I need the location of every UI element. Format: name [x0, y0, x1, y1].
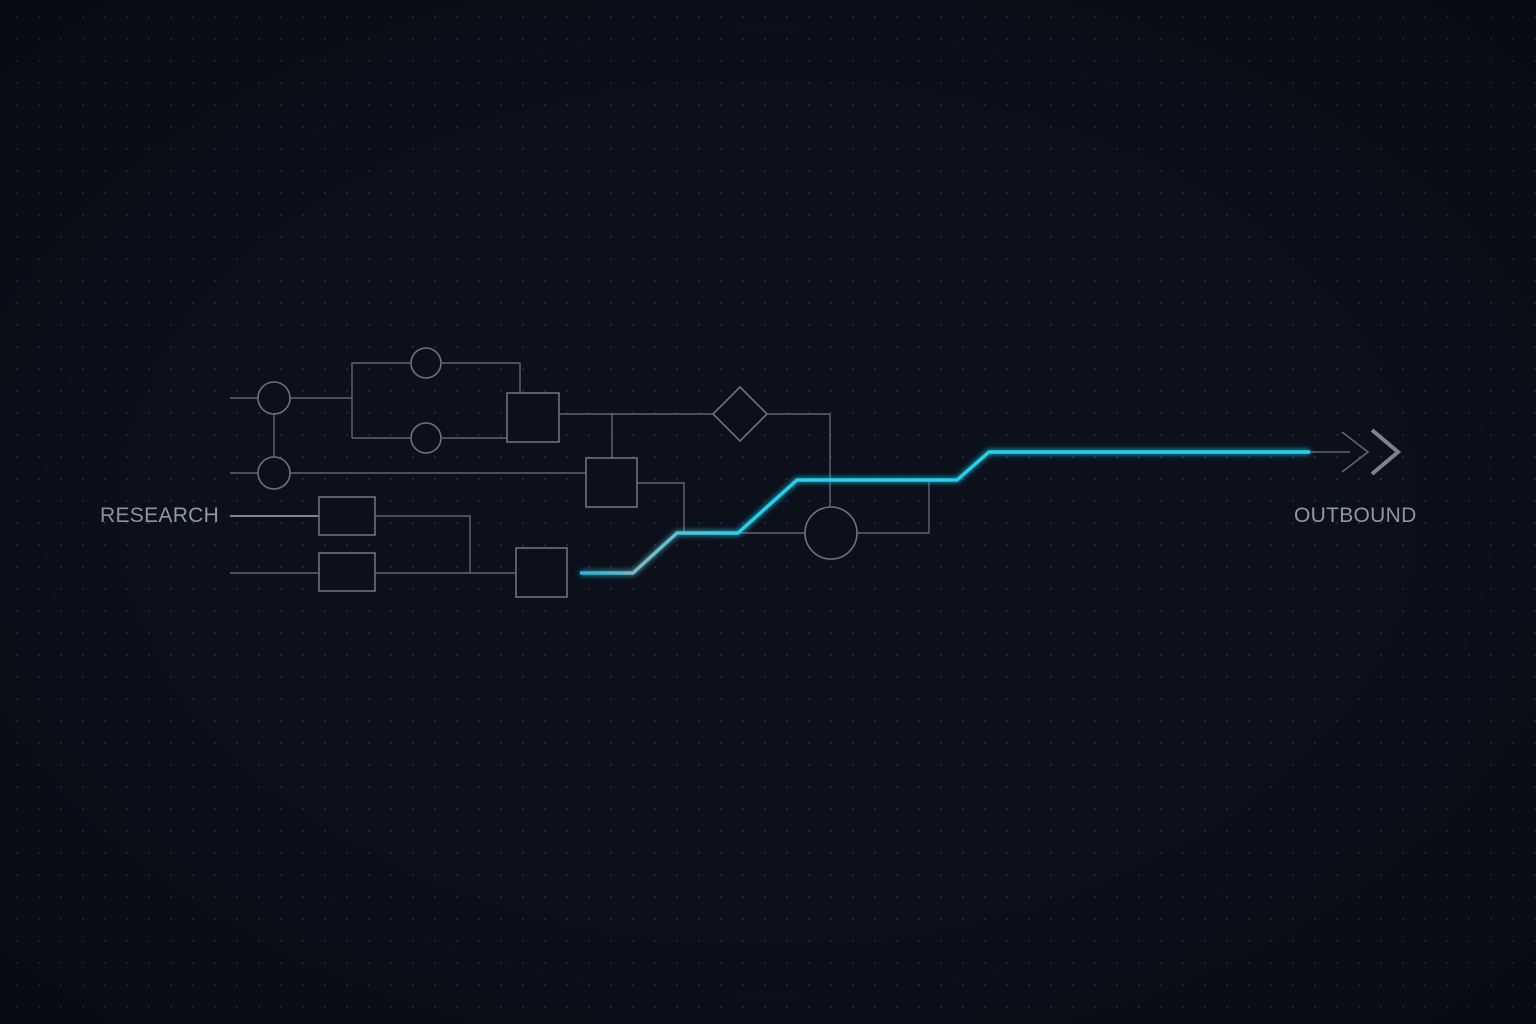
circle-node [410, 422, 442, 454]
square-node [318, 552, 376, 592]
wire [375, 515, 471, 573]
circle-node [257, 381, 291, 415]
source-label: RESEARCH [100, 504, 219, 527]
destination-label: OUTBOUND [1294, 504, 1417, 527]
double-chevron-right-icon [1341, 428, 1402, 476]
square-node [515, 547, 568, 598]
wire [857, 480, 930, 534]
wire [637, 482, 685, 533]
wire [351, 362, 410, 438]
square-node [506, 392, 560, 443]
square-node [585, 457, 638, 508]
wire [442, 362, 521, 393]
square-node [318, 496, 376, 536]
circle-node [804, 506, 858, 560]
highlighted-route [580, 450, 1310, 575]
wires [230, 362, 1350, 574]
diamond-node [711, 385, 769, 443]
wire [767, 413, 831, 508]
circle-node [410, 347, 442, 379]
nodes [257, 347, 858, 598]
circle-node [257, 456, 291, 490]
